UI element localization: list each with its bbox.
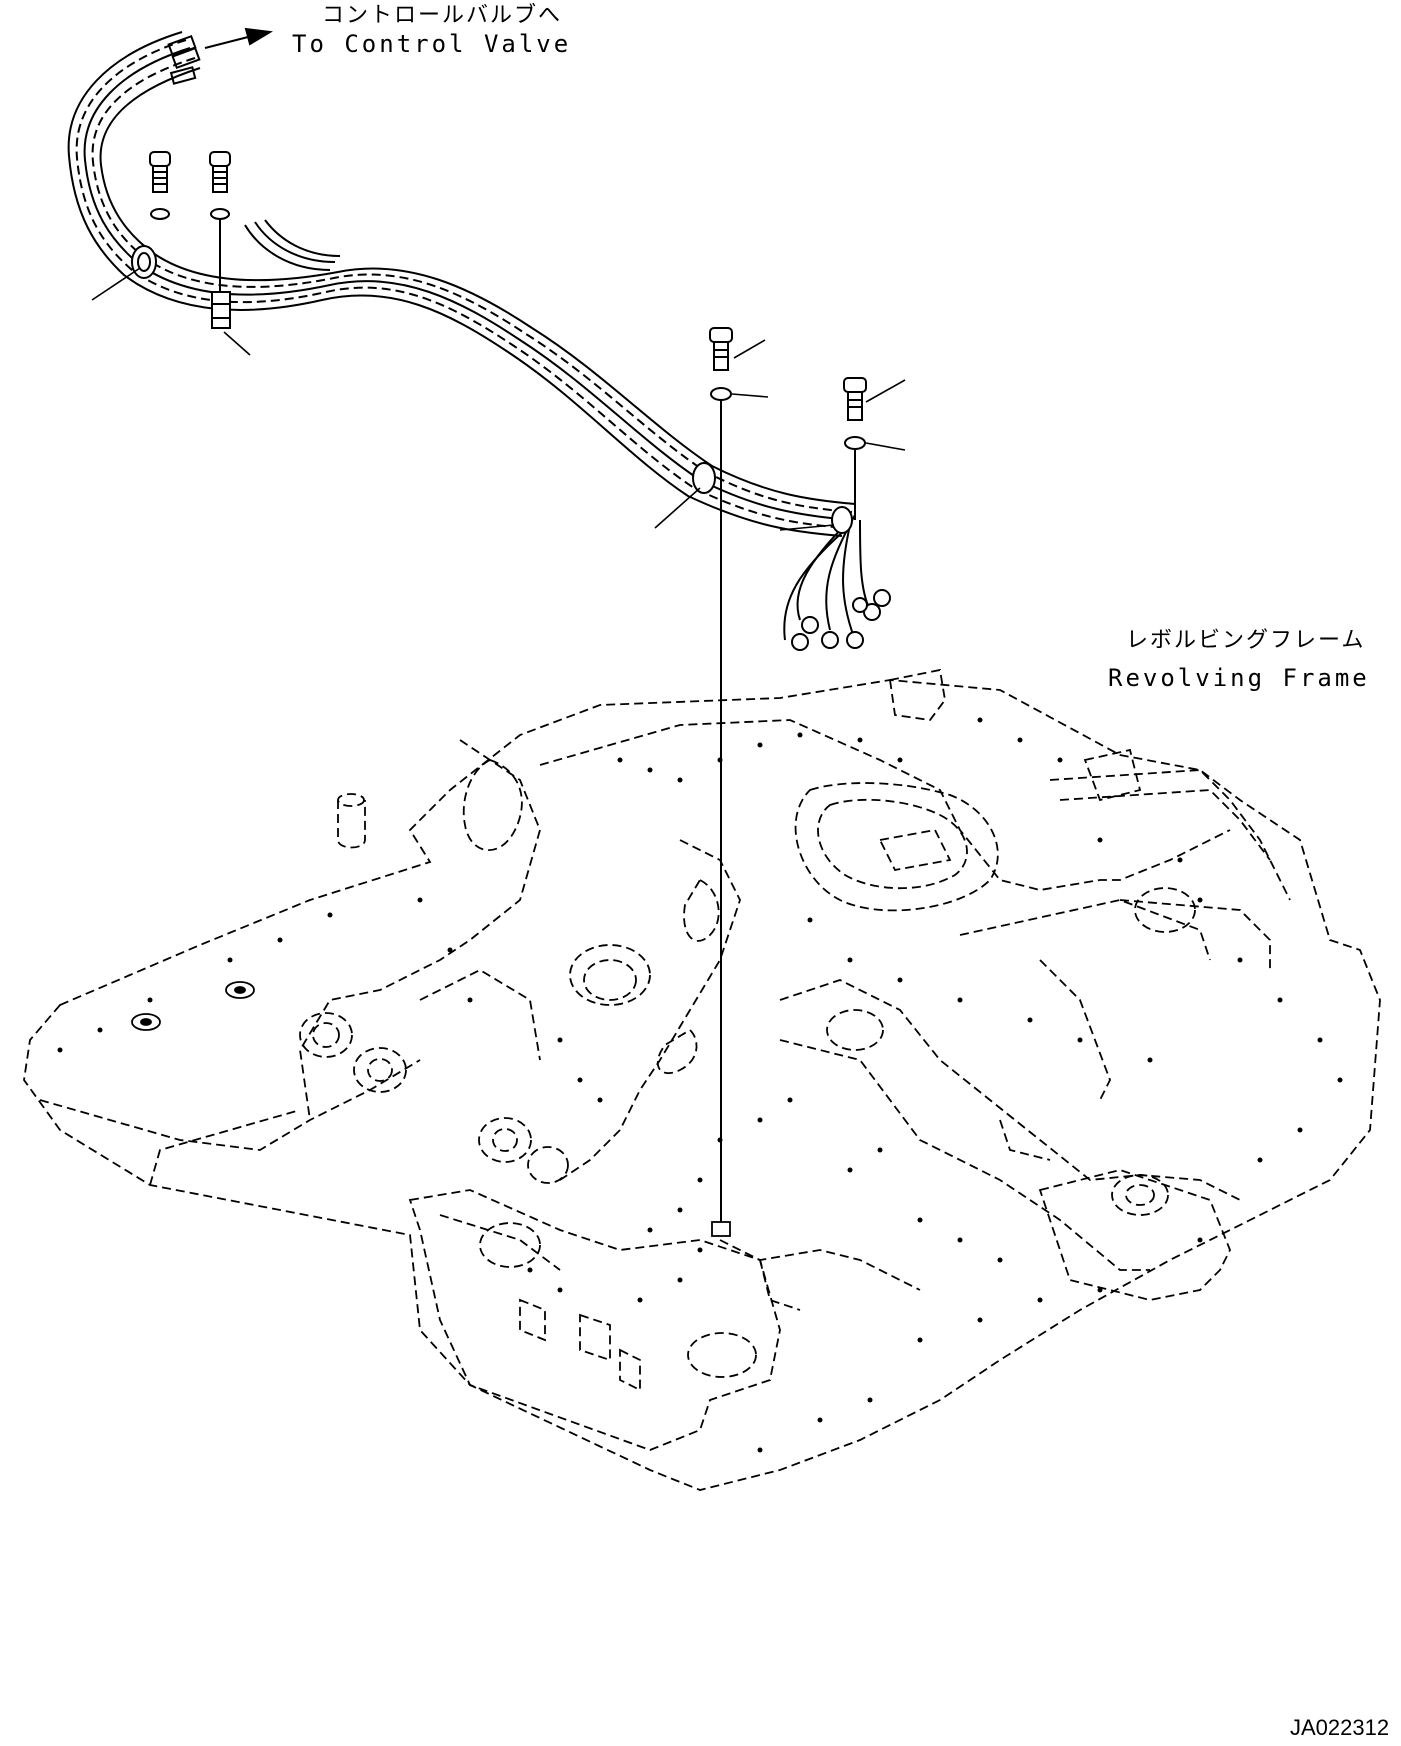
bolt-upper-left-1 [149,151,171,220]
revolving-frame [23,668,1381,1491]
clamp-upper-left [131,245,157,279]
arrow-to-control-valve [204,27,273,49]
bolt-right [843,377,867,520]
drawing-code: JA022312 [1290,1715,1390,1740]
clamp-middle [692,462,853,534]
revolving-frame-label-jp: レボルビングフレーム [1126,628,1366,653]
bolt-upper-left-2 [209,151,231,220]
bolt-middle [709,327,733,1228]
to-control-valve-label-en: To Control Valve [292,30,572,58]
revolving-frame-label-en: Revolving Frame [1108,664,1370,692]
hose-harness [67,31,891,651]
to-control-valve-label-jp: コントロールバルブへ [322,3,563,28]
spacer-upper-left [211,220,231,329]
leader-lines [91,267,906,531]
